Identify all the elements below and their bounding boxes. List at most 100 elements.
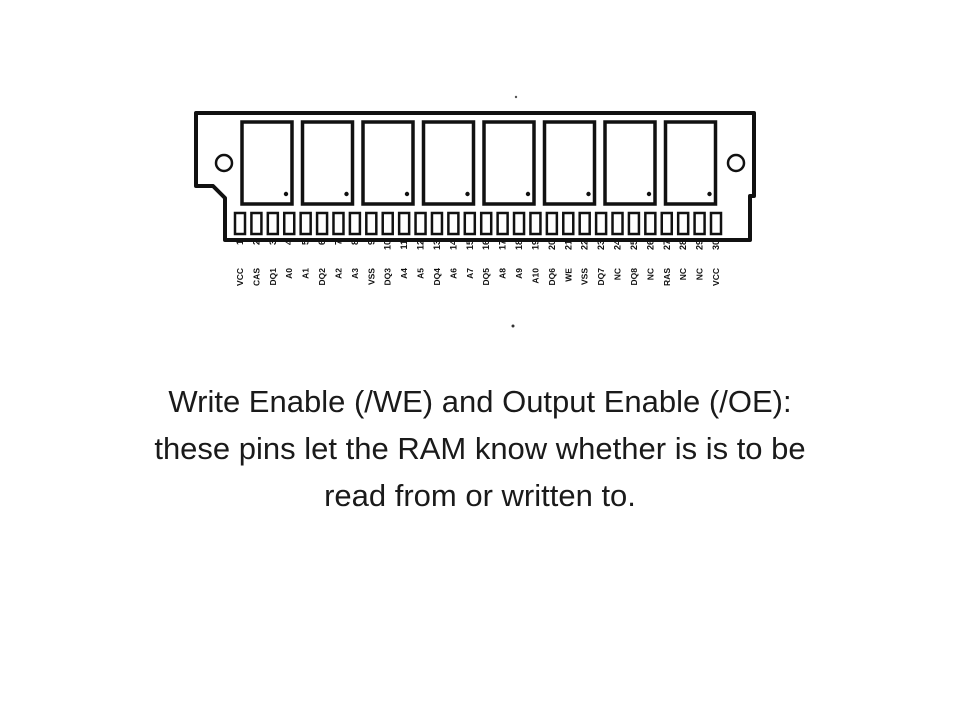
- edge-contact-pad: [447, 211, 460, 236]
- edge-contact-pad: [644, 211, 657, 236]
- pin-number-label: 4: [284, 240, 294, 245]
- caption-line-3: read from or written to.: [324, 478, 636, 513]
- stray-dot-top: [514, 95, 518, 99]
- memory-chip: [603, 120, 657, 206]
- edge-contact-pad: [250, 211, 263, 236]
- edge-contact-pad: [512, 211, 526, 236]
- pin-number-label: 24: [613, 240, 623, 250]
- pin-name-label: DQ2: [317, 268, 327, 286]
- edge-contact-pad: [365, 211, 378, 236]
- pin-number-label: 23: [596, 240, 606, 250]
- pin-number-label: 15: [465, 240, 475, 250]
- pin-name-label: NC: [645, 268, 655, 280]
- pin-number-label: 8: [350, 240, 360, 245]
- pin-number-label: 30: [711, 240, 721, 250]
- memory-chip: [421, 120, 476, 206]
- edge-contact-pad: [266, 211, 280, 236]
- pin-name-label: DQ8: [629, 268, 639, 286]
- pin-number-label: 27: [662, 240, 672, 250]
- memory-chip: [240, 120, 294, 206]
- pin-number-label: 26: [645, 240, 655, 250]
- edge-contact-pad: [529, 211, 542, 236]
- chip-pin1-dot: [404, 191, 410, 197]
- chip-pin1-dot: [586, 191, 591, 197]
- chip-pin1-dot: [283, 191, 289, 197]
- pin-name-label: WE: [563, 268, 573, 282]
- caption-line-2: these pins let the RAM know whether is i…: [154, 431, 806, 466]
- edge-contact-pad: [709, 211, 723, 236]
- memory-chip: [663, 120, 718, 206]
- pin-name-label: DQ7: [596, 268, 606, 286]
- edge-contact-pad: [381, 211, 394, 236]
- caption-line-1: Write Enable (/WE) and Output Enable (/O…: [168, 384, 792, 419]
- pin-name-label: NC: [613, 268, 623, 280]
- pin-name-label: A9: [514, 268, 524, 279]
- pin-name-label: VCC: [711, 268, 721, 286]
- edge-contact-pad: [299, 211, 312, 236]
- edge-contact-pad: [676, 211, 690, 236]
- pin-number-label: 22: [580, 240, 590, 250]
- chip-pin1-dot: [344, 191, 349, 197]
- pin-number-label: 28: [678, 240, 688, 250]
- pin-name-label: A7: [465, 268, 475, 279]
- pin-number-label: 19: [530, 240, 540, 250]
- pin-name-label: CAS: [251, 268, 261, 286]
- edge-contact-pad: [578, 211, 591, 236]
- memory-chips: [240, 120, 718, 206]
- pin-number-label: 25: [629, 240, 639, 250]
- edge-contact-pad: [315, 211, 329, 236]
- edge-contact-pad: [282, 211, 296, 236]
- edge-contact-pad: [414, 211, 427, 236]
- pin-number-label: 1: [235, 240, 245, 245]
- pin-number-label: 18: [514, 240, 524, 250]
- pin-name-label: A4: [399, 268, 409, 279]
- edge-contact-pad: [545, 211, 559, 236]
- chip-pin1-dot: [465, 191, 470, 197]
- pin-name-label: A0: [284, 268, 294, 279]
- pin-number-label: 13: [432, 240, 442, 250]
- pin-name-label: A10: [530, 268, 540, 284]
- edge-contact-pad: [611, 211, 624, 236]
- mounting-hole-right: [726, 153, 746, 173]
- edge-contact-pad: [562, 211, 575, 236]
- edge-contact-pad: [397, 211, 411, 236]
- pin-name-label: A6: [448, 268, 458, 279]
- pin-number-label: 10: [383, 240, 393, 250]
- pin-number-label: 12: [416, 240, 426, 250]
- pin-name-label: VCC: [235, 268, 245, 286]
- memory-chip: [542, 120, 597, 206]
- pin-name-label: A8: [498, 268, 508, 279]
- chip-pin1-dot: [646, 191, 652, 197]
- caption-text: Write Enable (/WE) and Output Enable (/O…: [40, 378, 920, 519]
- pin-name-label: DQ4: [432, 268, 442, 286]
- pin-name-label: DQ1: [268, 268, 278, 286]
- pin-number-label: 14: [448, 240, 458, 250]
- memory-chip: [300, 120, 355, 206]
- edge-contact-pad: [463, 211, 477, 236]
- chip-pin1-dot: [707, 191, 712, 197]
- edge-contact-pad: [496, 211, 509, 236]
- pin-name-label: A5: [416, 268, 426, 279]
- pin-number-label: 5: [301, 240, 311, 245]
- pin-name-label: VSS: [580, 268, 590, 285]
- edge-contact-pad: [479, 211, 493, 236]
- pin-name-label: A1: [301, 268, 311, 279]
- edge-contact-pad: [348, 211, 362, 236]
- pin-name-label: A3: [350, 268, 360, 279]
- pin-number-label: 21: [563, 240, 573, 250]
- edge-contact-pad: [332, 211, 345, 236]
- edge-contact-pad: [627, 211, 641, 236]
- edge-contact-pad: [430, 211, 444, 236]
- pin-number-label: 16: [481, 240, 491, 250]
- memory-chip: [361, 120, 415, 206]
- pin-number-label: 17: [498, 240, 508, 250]
- pin-name-label: DQ5: [481, 268, 491, 286]
- pin-number-label: 29: [695, 240, 705, 250]
- pin-name-label: DQ3: [383, 268, 393, 286]
- pin-name-label: RAS: [662, 268, 672, 286]
- pin-number-label: 7: [333, 240, 343, 245]
- pin-number-label: 20: [547, 240, 557, 250]
